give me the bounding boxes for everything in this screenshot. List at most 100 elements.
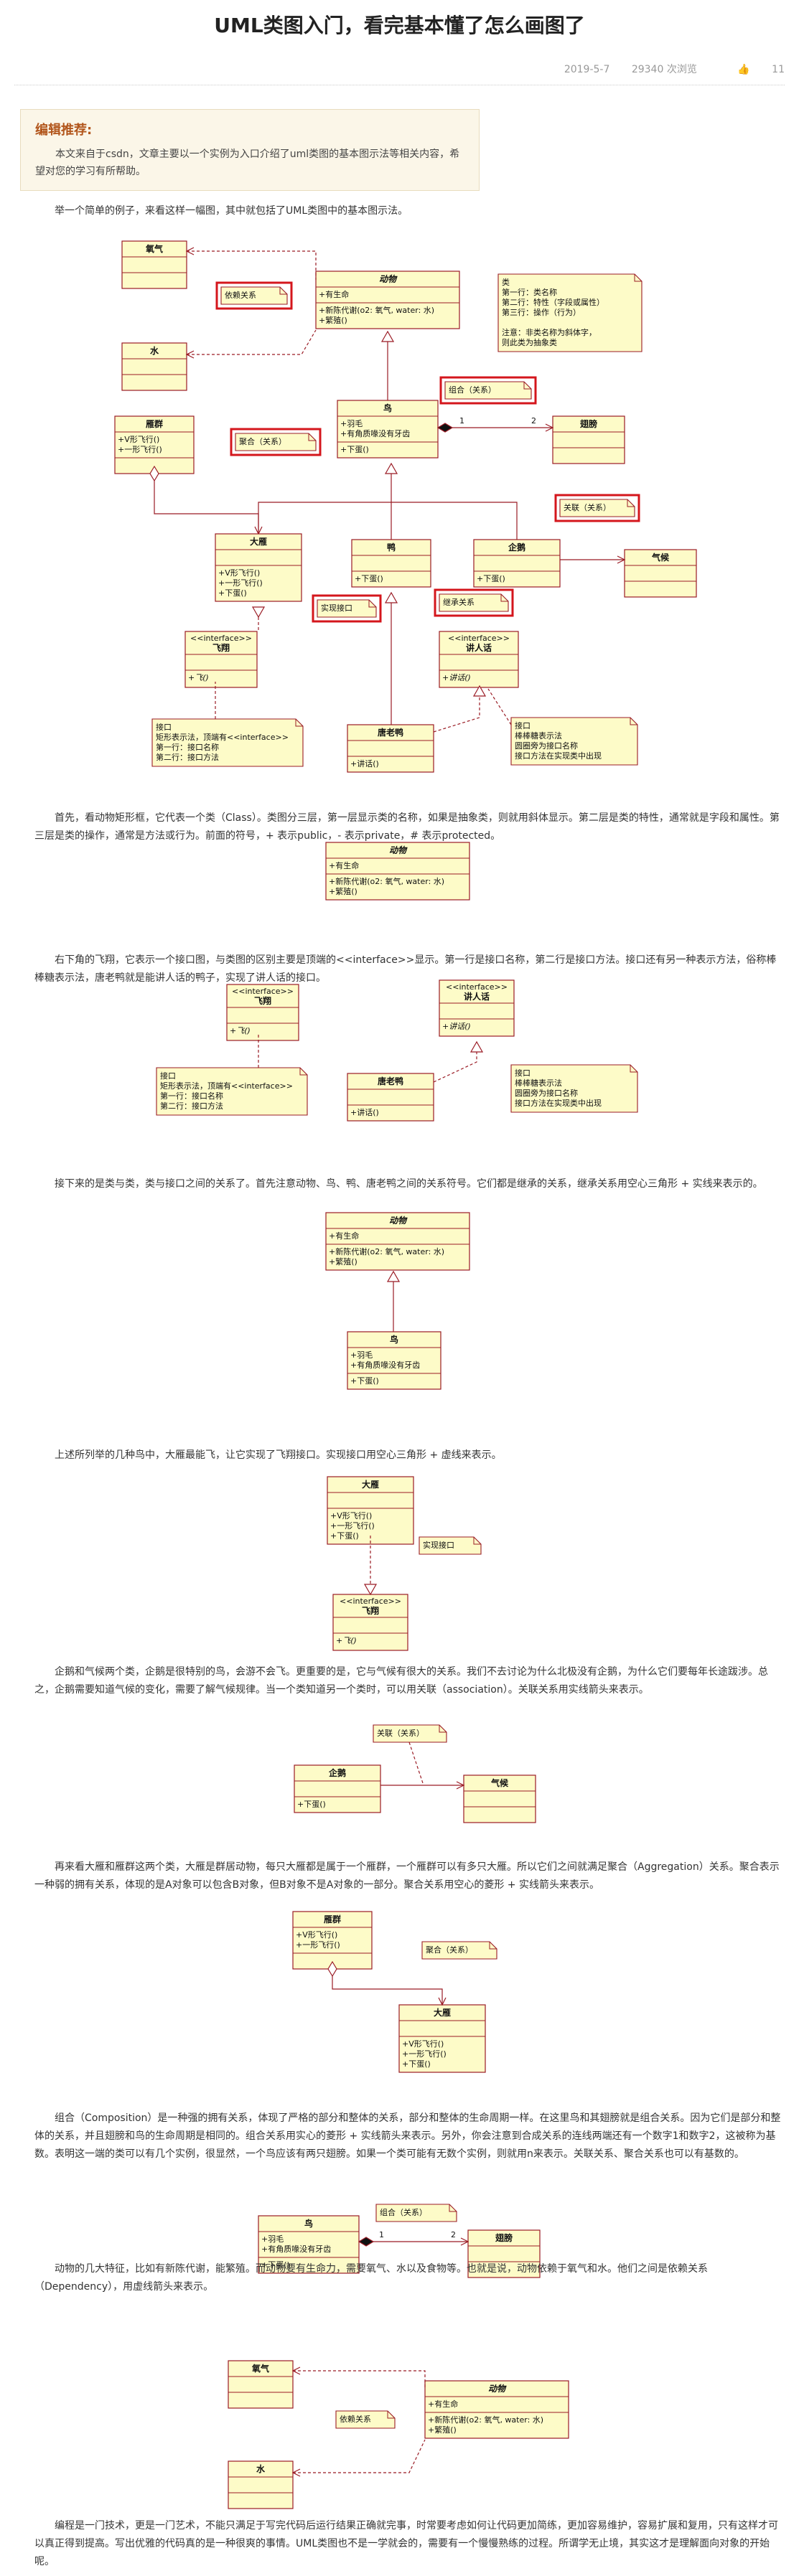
class-penguin-member: +下蛋() bbox=[477, 574, 505, 583]
fig4-class-animal: 动物+有生命+新陈代谢(o2: 氧气, water: 水)+繁殖() bbox=[325, 1212, 470, 1271]
note-interface-lollipop-frame bbox=[510, 717, 638, 766]
note-class-explain-line: 第三行：操作（行为） bbox=[502, 307, 581, 317]
realize-speak-line bbox=[433, 686, 480, 733]
association-arrow bbox=[617, 555, 626, 564]
class-flock-member: +一形飞行() bbox=[118, 445, 162, 454]
note-interface-rect-frame bbox=[151, 718, 304, 767]
composition-diamond bbox=[436, 423, 454, 433]
class-duck-frame bbox=[351, 539, 431, 588]
class-donald-member: +讲话() bbox=[350, 758, 379, 768]
fig2-class-animal-name: 动物 bbox=[389, 845, 408, 855]
fig9-class-animal: 动物+有生命+新陈代谢(o2: 氧气, water: 水)+繁殖() bbox=[424, 2380, 569, 2439]
composition-arrow bbox=[545, 423, 554, 432]
note-interface-lollipop-line: 接口方法在实现类中出现 bbox=[515, 751, 602, 761]
fig7-class-flock-member: +一形飞行() bbox=[296, 1940, 340, 1950]
note-realization-line: 实现接口 bbox=[321, 603, 352, 613]
fig6-note-association-line: 关联（关系） bbox=[377, 1728, 424, 1738]
class-donald-frame bbox=[347, 724, 434, 773]
fig3-note-rect-fold bbox=[299, 1068, 307, 1076]
note-class-explain-line: 第二行：特性（字段或属性） bbox=[502, 297, 604, 307]
fig4-class-bird-name: 鸟 bbox=[390, 1334, 398, 1345]
fig5-class-goose-frame bbox=[327, 1476, 414, 1545]
fig8-note-composition: 组合（关系） bbox=[375, 2204, 457, 2222]
dependency-oxygen-arrow bbox=[185, 247, 195, 255]
realize-speak-triangle bbox=[472, 685, 487, 697]
class-goose-member: +V形飞行() bbox=[218, 568, 260, 578]
fig4-class-bird-frame bbox=[347, 1331, 441, 1390]
paragraph-dependency: 动物的几大特征，比如有新陈代谢，能繁殖。而动物要有生命力，需要氧气、水以及食物等… bbox=[34, 2263, 708, 2293]
fig3-interface-fly-stereotype: <<interface>> bbox=[232, 987, 294, 996]
fig5-interface-fly: <<interface>>飞翔+飞() bbox=[332, 1594, 408, 1651]
fig7-class-flock: 雁群+V形飞行()+一形飞行() bbox=[292, 1911, 373, 1970]
note-association-highlight bbox=[554, 494, 640, 522]
note-dependency-line: 依赖关系 bbox=[225, 290, 256, 300]
note-association-fold bbox=[627, 499, 635, 507]
fig6-class-penguin-member: +下蛋() bbox=[297, 1800, 326, 1809]
note-interface-lollipop-fold bbox=[630, 718, 637, 725]
fig6-note-association-fold bbox=[439, 1725, 447, 1733]
fig9-note-dependency: 依赖关系 bbox=[335, 2410, 396, 2429]
interface-speak-name: 讲人话 bbox=[466, 642, 492, 653]
class-bird-member: +有角质喙没有牙齿 bbox=[340, 428, 410, 438]
multiplicity-2: 2 bbox=[531, 416, 536, 426]
paragraph-inheritance: 接下来的是类与类，类与接口之间的关系了。首先注意动物、鸟、鸭、唐老鸭之间的关系符… bbox=[55, 1178, 763, 1190]
class-animal-member: +有生命 bbox=[319, 289, 349, 299]
fig8-class-bird-member: +羽毛 bbox=[261, 2234, 284, 2244]
fig3-interface-fly: <<interface>>飞翔+飞() bbox=[226, 984, 299, 1041]
fig3-class-donald-member: +讲话() bbox=[350, 1107, 379, 1117]
class-duck-name: 鸭 bbox=[387, 542, 396, 553]
fig7-class-flock-member: +V形飞行() bbox=[296, 1930, 337, 1940]
fig7-note-aggregation-fold bbox=[489, 1942, 497, 1950]
class-bird-frame bbox=[337, 400, 439, 459]
class-wing-frame bbox=[552, 415, 625, 464]
class-animal-name: 动物 bbox=[379, 274, 398, 284]
fig3-note-lollipop-line: 圆圈旁为接口名称 bbox=[515, 1088, 578, 1098]
fig9-arrow-water bbox=[291, 2468, 301, 2477]
fig7-class-goose: 大雁+V形飞行()+一形飞行()+下蛋() bbox=[398, 2004, 486, 2073]
aggregation-line bbox=[154, 481, 259, 534]
note-inheritance-frame bbox=[439, 593, 509, 612]
note-interface-rect-line: 矩形表示法，顶端有<<interface>> bbox=[156, 732, 289, 742]
fig5-triangle bbox=[363, 1584, 378, 1596]
note-inheritance-fold bbox=[500, 594, 508, 602]
note-dependency-fold bbox=[279, 287, 287, 295]
multiplicity-1: 1 bbox=[459, 416, 464, 426]
note-realization-fold bbox=[368, 600, 376, 608]
fig3-interface-fly-frame bbox=[226, 984, 299, 1041]
note-link-2 bbox=[487, 688, 512, 725]
fig9-note-dependency-frame bbox=[335, 2410, 396, 2429]
inherit-branch-line bbox=[258, 502, 518, 540]
fig8-note-composition-frame bbox=[375, 2204, 457, 2222]
fig7-note-aggregation: 聚合（关系） bbox=[421, 1941, 497, 1960]
fig7-class-goose-member: +一形飞行() bbox=[402, 2049, 447, 2059]
fig5-class-goose-name: 大雁 bbox=[362, 1479, 379, 1490]
like-count[interactable]: 👍 11 bbox=[737, 64, 785, 75]
fig3-class-donald-name: 唐老鸭 bbox=[378, 1076, 403, 1086]
interface-fly-member: +飞() bbox=[188, 673, 209, 682]
note-association: 关联（关系） bbox=[554, 494, 640, 522]
note-aggregation-highlight bbox=[230, 428, 322, 456]
editor-text: 本文来自于csdn，文章主要以一个实例为入口介绍了uml类图的基本图示法等相关内… bbox=[35, 149, 460, 177]
note-class-explain-line: 则此类为抽象类 bbox=[502, 337, 557, 347]
paragraph-aggregation: 再来看大雁和雁群这两个类，大雁是群居动物，每只大雁都是属于一个雁群，一个雁群可以… bbox=[34, 1861, 780, 1891]
class-bird-member: +羽毛 bbox=[340, 419, 363, 428]
class-flock-frame bbox=[114, 415, 195, 474]
fig9-dep-water bbox=[293, 2439, 426, 2473]
fig4-class-bird-member: +羽毛 bbox=[350, 1350, 373, 1360]
note-dependency: 依赖关系 bbox=[215, 281, 293, 310]
fig9-class-animal-member: +新陈代谢(o2: 氧气, water: 水) bbox=[428, 2415, 543, 2425]
note-realization-frame bbox=[317, 599, 377, 618]
note-interface-lollipop-line: 圆圈旁为接口名称 bbox=[515, 741, 578, 751]
interface-speak-stereotype: <<interface>> bbox=[448, 634, 510, 643]
class-animal-member: +繁殖() bbox=[319, 315, 347, 325]
fig3-note-lollipop-line: 棒棒糖表示法 bbox=[515, 1078, 562, 1088]
fig7-note-aggregation-line: 聚合（关系） bbox=[426, 1945, 473, 1955]
note-class-explain: 类第一行：类名称第二行：特性（字段或属性）第三行：操作（行为）注意：非类名称为斜… bbox=[497, 273, 643, 352]
fig8-class-wing-name: 翅膀 bbox=[495, 2232, 513, 2243]
fig3-interface-speak-stereotype: <<interface>> bbox=[446, 982, 508, 992]
paragraph-composition: 组合（Composition）是一种强的拥有关系，体现了严格的部分和整体的关系，… bbox=[34, 2112, 781, 2160]
fig8-arrow bbox=[460, 2237, 469, 2246]
class-goose-member: +下蛋() bbox=[218, 588, 247, 598]
